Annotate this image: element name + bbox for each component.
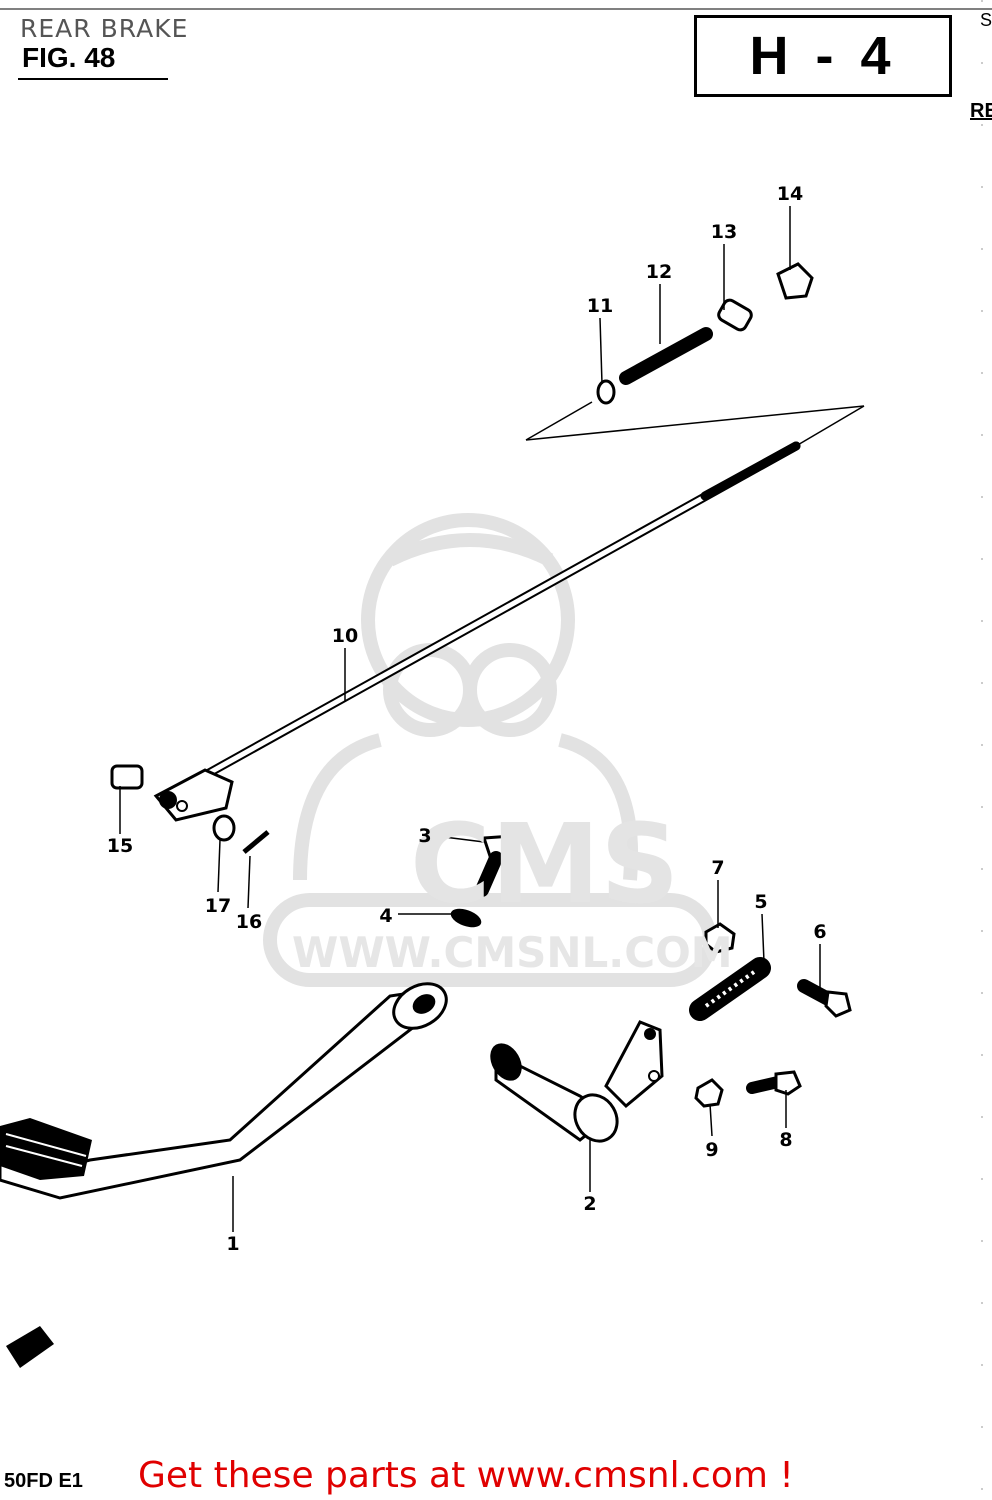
callout-10[interactable]: 10 [331, 625, 359, 647]
pin-drawing [110, 764, 144, 790]
bolt-6-drawing [797, 979, 852, 1018]
callout-6[interactable]: 6 [813, 921, 827, 943]
page-title: REAR BRAKE [20, 14, 189, 43]
brake-shaft-drawing [490, 1020, 664, 1143]
spring-5-drawing [689, 957, 771, 1021]
callout-15[interactable]: 15 [106, 835, 134, 857]
shop-link[interactable]: Get these parts at www.cmsnl.com ! [138, 1455, 794, 1496]
callout-13[interactable]: 13 [710, 221, 738, 243]
washer-drawing [596, 379, 616, 405]
figure-underline [18, 78, 168, 80]
callout-3[interactable]: 3 [418, 825, 432, 847]
part-4-drawing [450, 908, 482, 928]
brake-rod-drawing [153, 441, 801, 822]
leader-lines [119, 206, 821, 1232]
cotter-pin-drawing [242, 830, 270, 854]
bolt-3-drawing [475, 834, 520, 897]
callout-17[interactable]: 17 [204, 895, 232, 917]
nut-14-drawing [776, 262, 814, 300]
callout-16[interactable]: 16 [235, 911, 263, 933]
watermark-brand: CMS [410, 800, 680, 928]
callout-8[interactable]: 8 [779, 1129, 793, 1151]
direction-arrow-icon [6, 1326, 54, 1368]
side-fragment-re: RE [970, 100, 992, 122]
callout-11[interactable]: 11 [586, 295, 614, 317]
bolt-8-drawing [746, 1070, 802, 1096]
joint-drawing [717, 298, 753, 332]
brake-pedal-drawing [0, 982, 448, 1200]
spring-drawing [619, 327, 713, 385]
callout-2[interactable]: 2 [583, 1193, 597, 1215]
watermark-url: WWW.CMSNL.COM [292, 928, 733, 977]
washer-17-drawing [212, 814, 236, 842]
nut-9-drawing [694, 1078, 724, 1108]
callout-7[interactable]: 7 [711, 857, 725, 879]
section-code-box: H - 4 [694, 15, 952, 97]
nut-7-drawing [704, 922, 736, 954]
callout-1[interactable]: 1 [226, 1233, 240, 1255]
callout-12[interactable]: 12 [645, 261, 673, 283]
callout-14[interactable]: 14 [776, 183, 804, 205]
callout-4[interactable]: 4 [379, 905, 393, 927]
callout-5[interactable]: 5 [754, 891, 768, 913]
figure-number: FIG. 48 [22, 42, 116, 73]
side-fragment-s: S [980, 10, 992, 30]
model-code: 50FD E1 [4, 1470, 83, 1492]
callout-9[interactable]: 9 [705, 1139, 719, 1161]
